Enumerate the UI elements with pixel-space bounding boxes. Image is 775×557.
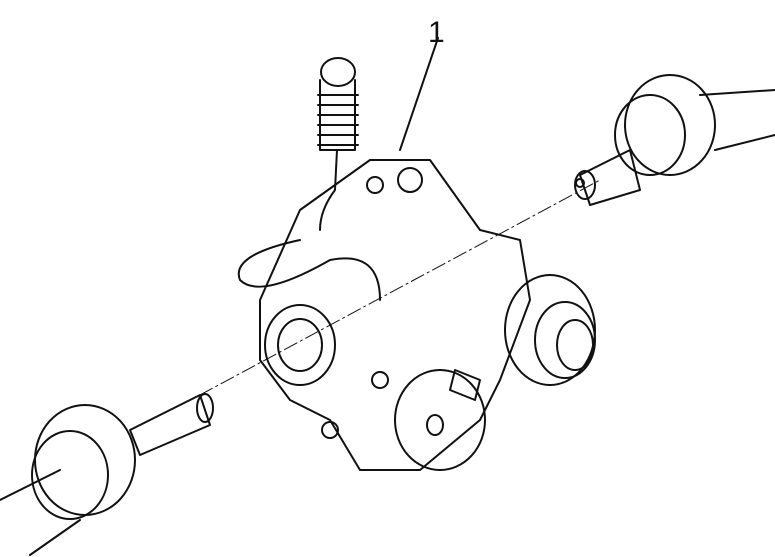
actuator-motor (321, 369, 486, 471)
breather-hose (237, 57, 381, 301)
right-drive-shaft (574, 74, 775, 206)
callout-label: 1 (428, 16, 445, 49)
differential-housing (259, 159, 531, 471)
callout-leader (399, 37, 439, 151)
splined-output-flange (504, 274, 596, 386)
left-drive-shaft (0, 393, 214, 556)
